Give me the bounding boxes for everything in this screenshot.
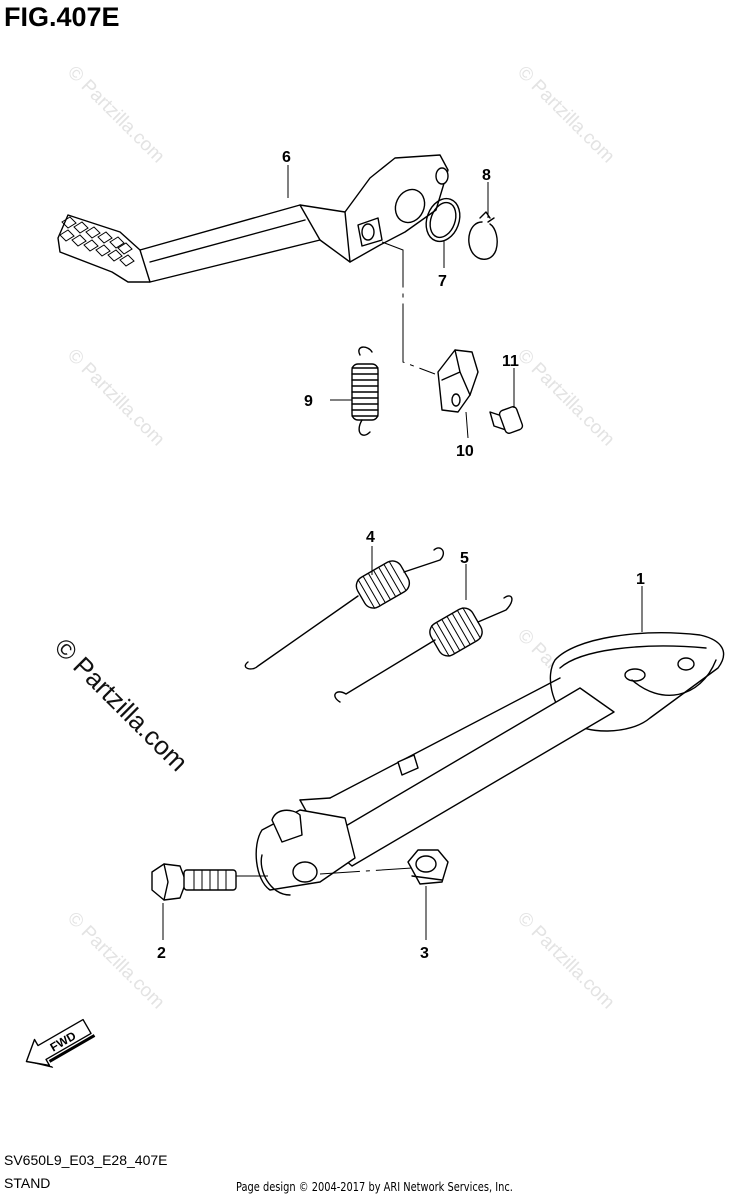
- spring-part-9: [351, 346, 379, 436]
- callout-8: 8: [482, 167, 491, 184]
- callout-9: 9: [304, 393, 313, 410]
- callout-4: 4: [366, 529, 375, 546]
- pivot-bolt-part-2: [151, 863, 237, 901]
- circlip-part-8: [468, 211, 498, 260]
- callout-10: 10: [456, 443, 474, 460]
- brake-pedal-part-6: [57, 154, 449, 283]
- callout-5: 5: [460, 550, 469, 567]
- section-name: STAND: [4, 1175, 51, 1191]
- spring-part-4: [244, 547, 444, 670]
- callout-3: 3: [420, 945, 429, 962]
- bolt-part-11: [489, 406, 524, 434]
- figure-title: FIG.407E: [4, 2, 120, 32]
- model-code: SV650L9_E03_E28_407E: [4, 1152, 168, 1168]
- callout-1: 1: [636, 571, 645, 588]
- fwd-arrow-icon: FWD: [25, 1018, 96, 1068]
- side-stand-part-1: [255, 632, 725, 896]
- callout-11: 11: [502, 353, 519, 370]
- copyright-credit: Page design © 2004-2017 by ARI Network S…: [236, 1180, 513, 1194]
- spring-part-5: [334, 595, 513, 703]
- bracket-part-10: [437, 349, 479, 413]
- o-ring-part-7: [425, 197, 461, 243]
- nut-part-3: [407, 849, 449, 885]
- callout-7: 7: [438, 273, 447, 290]
- leader-lines: [162, 165, 643, 940]
- callout-2: 2: [157, 945, 166, 962]
- callout-6: 6: [282, 149, 291, 166]
